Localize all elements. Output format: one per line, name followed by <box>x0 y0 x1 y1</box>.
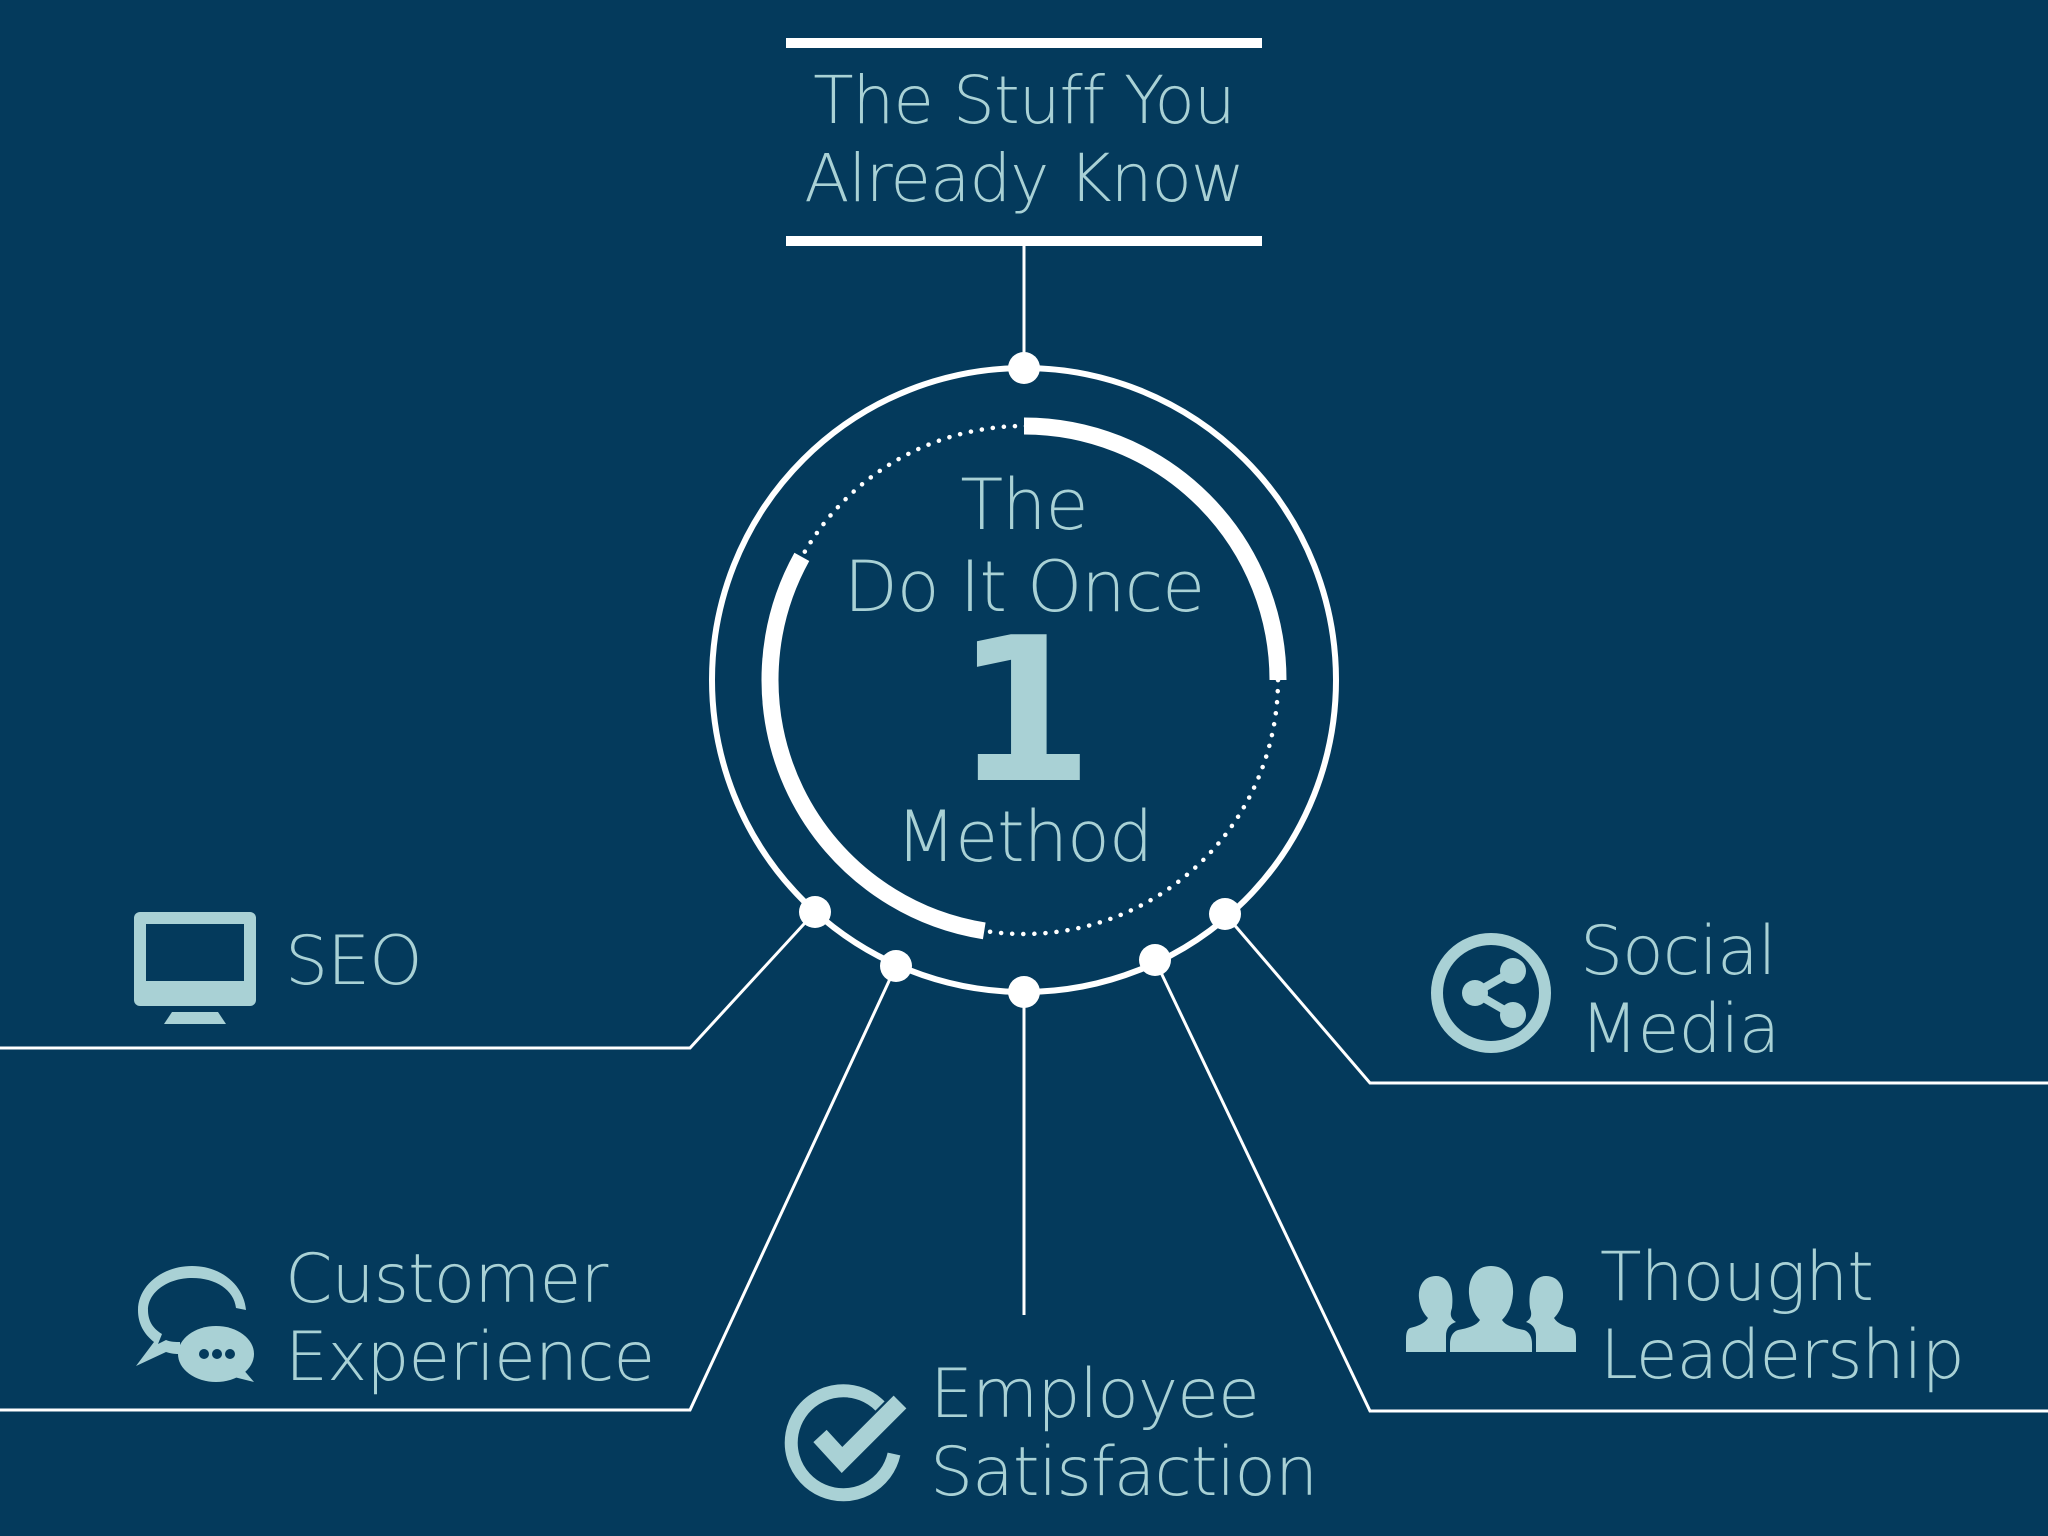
label-seo: SEO <box>285 922 423 1001</box>
node-customer <box>880 950 912 982</box>
title-bottom-bar <box>786 236 1262 246</box>
check-circle-icon <box>784 1384 907 1502</box>
thought-connector <box>1153 959 2048 1413</box>
center-number: 1 <box>954 595 1094 828</box>
node-social <box>1209 898 1241 930</box>
title-line-1: The Stuff You <box>813 62 1236 139</box>
label-employee-line1: Employee <box>930 1355 1260 1434</box>
share-icon <box>1431 933 1551 1053</box>
label-employee-line2: Satisfaction <box>930 1433 1318 1512</box>
center-line-the: The <box>960 464 1088 546</box>
title-line-2: Already Know <box>804 140 1245 217</box>
progress-arcs <box>759 415 1289 942</box>
label-customer-line2: Experience <box>285 1318 655 1397</box>
progress-arc-0 <box>1023 417 1287 681</box>
node-top <box>1008 352 1040 384</box>
label-thought-line1: Thought <box>1600 1238 1874 1317</box>
label-social-line1: Social <box>1580 912 1777 991</box>
chat-bubbles-icon <box>136 1266 254 1382</box>
label-social-line2: Media <box>1580 990 1780 1069</box>
center-line-method: Method <box>895 796 1154 878</box>
title-top-bar <box>786 38 1262 48</box>
seo-connector <box>0 910 817 1050</box>
monitor-icon <box>134 912 256 1024</box>
center-line-do-it-once: Do It Once <box>843 546 1205 628</box>
group-icon <box>1406 1266 1576 1352</box>
label-customer-line1: Customer <box>285 1240 608 1319</box>
customer-connector <box>0 965 898 1412</box>
node-employee <box>1008 976 1040 1008</box>
social-connector <box>1223 913 2048 1085</box>
node-thought <box>1139 944 1171 976</box>
label-thought-line2: Leadership <box>1600 1316 1965 1395</box>
progress-arc-1 <box>761 552 986 940</box>
node-seo <box>799 896 831 928</box>
